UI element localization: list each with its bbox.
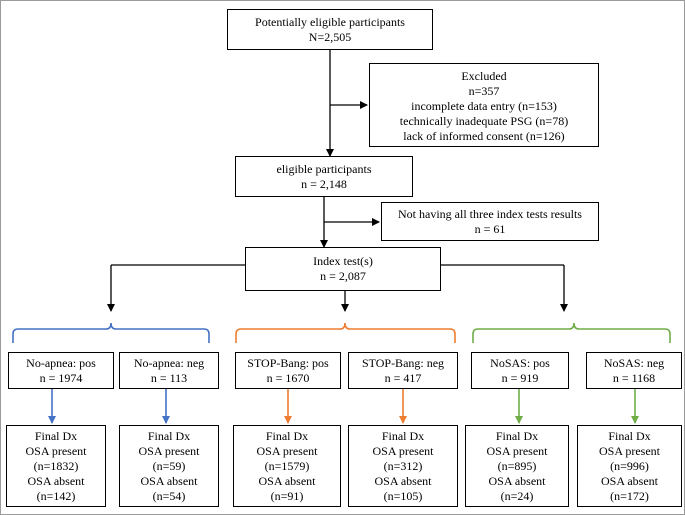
potentially-eligible-title: Potentially eligible participants	[255, 15, 405, 29]
nosas-neg-count: n = 1168	[612, 371, 656, 385]
noapnea-neg-box: No-apnea: neg n = 113	[119, 352, 219, 389]
nosas-pos-count: n = 919	[501, 371, 539, 385]
eligible-count: n = 2,148	[301, 177, 347, 191]
final-dx-title: Final Dx	[265, 429, 309, 443]
final-dx-title: Final Dx	[495, 429, 539, 443]
osa-absent-label: OSA absent	[601, 474, 658, 488]
osa-absent-label: OSA absent	[140, 474, 198, 488]
stopbang-pos-count: n = 1670	[266, 371, 310, 385]
index-tests-title: Index test(s)	[313, 254, 373, 268]
osa-absent-count: (n=142)	[36, 489, 76, 503]
excluded-title: Excluded	[461, 69, 507, 83]
nosas-pos-label: NoSAS: pos	[490, 356, 550, 370]
osa-present-label: OSA present	[599, 444, 660, 458]
excluded-reason-consent: lack of informed consent (n=126)	[403, 129, 565, 143]
index-tests-count: n = 2,087	[320, 269, 366, 283]
final-dx-title: Final Dx	[381, 429, 425, 443]
osa-absent-label: OSA absent	[374, 474, 432, 488]
final-dx-stopbang-neg: Final Dx OSA present (n=312) OSA absent …	[348, 425, 458, 507]
not-all-tests-box: Not having all three index tests results…	[381, 202, 599, 241]
stopbang-pos-label: STOP-Bang: pos	[247, 356, 329, 370]
brace-stopbang	[235, 322, 456, 343]
noapnea-neg-count: n = 113	[150, 371, 188, 385]
osa-absent-count: (n=91)	[270, 489, 304, 503]
final-dx-nosas-neg: Final Dx OSA present (n=996) OSA absent …	[577, 425, 682, 507]
osa-absent-label: OSA absent	[258, 474, 316, 488]
noapnea-neg-label: No-apnea: neg	[133, 356, 205, 370]
osa-present-count: (n=312)	[383, 459, 423, 473]
final-dx-title: Final Dx	[147, 429, 191, 443]
excluded-reason-psg: technically inadequate PSG (n=78)	[399, 114, 569, 128]
stopbang-neg-count: n = 417	[384, 371, 422, 385]
noapnea-pos-label: No-apnea: pos	[26, 356, 96, 370]
osa-present-label: OSA present	[372, 444, 434, 458]
index-tests-box: Index test(s) n = 2,087	[245, 247, 441, 291]
final-dx-title: Final Dx	[608, 429, 651, 443]
osa-absent-count: (n=54)	[152, 489, 186, 503]
osa-present-count: (n=59)	[152, 459, 186, 473]
nosas-pos-box: NoSAS: pos n = 919	[471, 352, 569, 389]
osa-present-label: OSA present	[486, 444, 548, 458]
not-all-tests-count: n = 61	[474, 222, 506, 236]
osa-present-label: OSA present	[25, 444, 87, 458]
final-dx-noapnea-neg: Final Dx OSA present (n=59) OSA absent (…	[119, 425, 219, 507]
potentially-eligible-count: N=2,505	[308, 30, 352, 44]
stopbang-neg-label: STOP-Bang: neg	[361, 356, 445, 370]
osa-absent-count: (n=24)	[500, 489, 534, 503]
brace-noapnea	[12, 322, 210, 343]
osa-absent-label: OSA absent	[27, 474, 85, 488]
osa-present-count: (n=895)	[497, 459, 537, 473]
osa-present-label: OSA present	[138, 444, 200, 458]
osa-absent-label: OSA absent	[488, 474, 546, 488]
excluded-total: n=357	[468, 84, 500, 98]
nosas-neg-box: NoSAS: neg n = 1168	[586, 352, 682, 389]
eligible-title: eligible participants	[276, 162, 372, 176]
osa-absent-count: (n=172)	[610, 489, 649, 503]
noapnea-pos-count: n = 1974	[39, 371, 83, 385]
osa-present-label: OSA present	[256, 444, 318, 458]
stopbang-neg-box: STOP-Bang: neg n = 417	[348, 352, 458, 389]
final-dx-title: Final Dx	[34, 429, 78, 443]
osa-present-count: (n=1579)	[264, 459, 310, 473]
stopbang-pos-box: STOP-Bang: pos n = 1670	[235, 352, 341, 389]
not-all-tests-title: Not having all three index tests results	[398, 207, 582, 221]
potentially-eligible-box: Potentially eligible participants N=2,50…	[227, 9, 433, 50]
eligible-box: eligible participants n = 2,148	[235, 156, 413, 197]
osa-absent-count: (n=105)	[383, 489, 423, 503]
final-dx-nosas-pos: Final Dx OSA present (n=895) OSA absent …	[465, 425, 569, 507]
osa-present-count: (n=996)	[610, 459, 649, 473]
osa-present-count: (n=1832)	[33, 459, 79, 473]
noapnea-pos-box: No-apnea: pos n = 1974	[8, 352, 114, 389]
excluded-box: Excluded n=357 incomplete data entry (n=…	[369, 63, 599, 147]
brace-nosas	[472, 322, 671, 343]
excluded-reason-incomplete: incomplete data entry (n=153)	[411, 99, 557, 113]
final-dx-noapnea-pos: Final Dx OSA present (n=1832) OSA absent…	[6, 425, 106, 507]
final-dx-stopbang-pos: Final Dx OSA present (n=1579) OSA absent…	[233, 425, 341, 507]
nosas-neg-label: NoSAS: neg	[603, 356, 665, 370]
